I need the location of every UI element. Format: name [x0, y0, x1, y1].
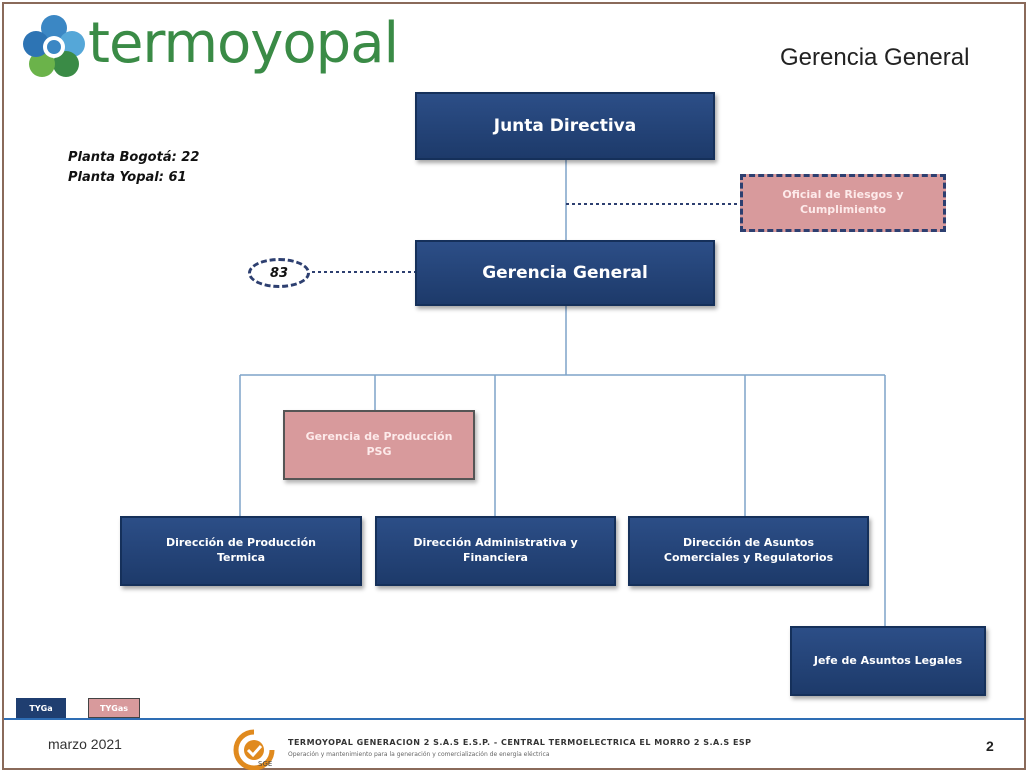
box-direccion-administrativa: Dirección Administrativa y Financiera — [375, 516, 616, 586]
headcount-value: 83 — [269, 265, 289, 281]
logo-text: termoyopal — [88, 11, 399, 76]
box-direccion-asuntos-comerciales: Dirección de Asuntos Comerciales y Regul… — [628, 516, 869, 586]
plant-yopal-count: Planta Yopal: 61 — [68, 170, 187, 185]
box-gerencia-produccion-psg: Gerencia de Producción PSG — [283, 410, 475, 480]
footer-badge-label: SGE — [258, 760, 273, 768]
company-logo: termoyopal — [22, 12, 399, 78]
box-jefe-asuntos-legales: Jefe de Asuntos Legales — [790, 626, 986, 696]
page-title: Gerencia General — [780, 44, 970, 71]
sge-badge-icon — [233, 729, 275, 771]
legend-tyga: TYGa — [16, 698, 66, 718]
footer-company: TERMOYOPAL GENERACION 2 S.A.S E.S.P. - C… — [288, 738, 752, 747]
footer-badge: SGE — [228, 726, 280, 771]
page-number: 2 — [986, 738, 994, 754]
plant-bogota-count: Planta Bogotá: 22 — [68, 150, 200, 165]
footer-date: marzo 2021 — [48, 736, 122, 752]
box-direccion-produccion: Dirección de Producción Termica — [120, 516, 362, 586]
legend-tygas: TYGas — [88, 698, 140, 718]
footer-divider — [4, 718, 1024, 720]
headcount-badge: 83 — [248, 258, 310, 288]
box-gerencia-general: Gerencia General — [415, 240, 715, 306]
logo-flower-icon — [23, 15, 85, 77]
box-oficial-riesgos: Oficial de Riesgos y Cumplimiento — [740, 174, 946, 232]
box-junta-directiva: Junta Directiva — [415, 92, 715, 160]
footer-subtitle: Operación y mantenimiento para la genera… — [288, 751, 550, 758]
